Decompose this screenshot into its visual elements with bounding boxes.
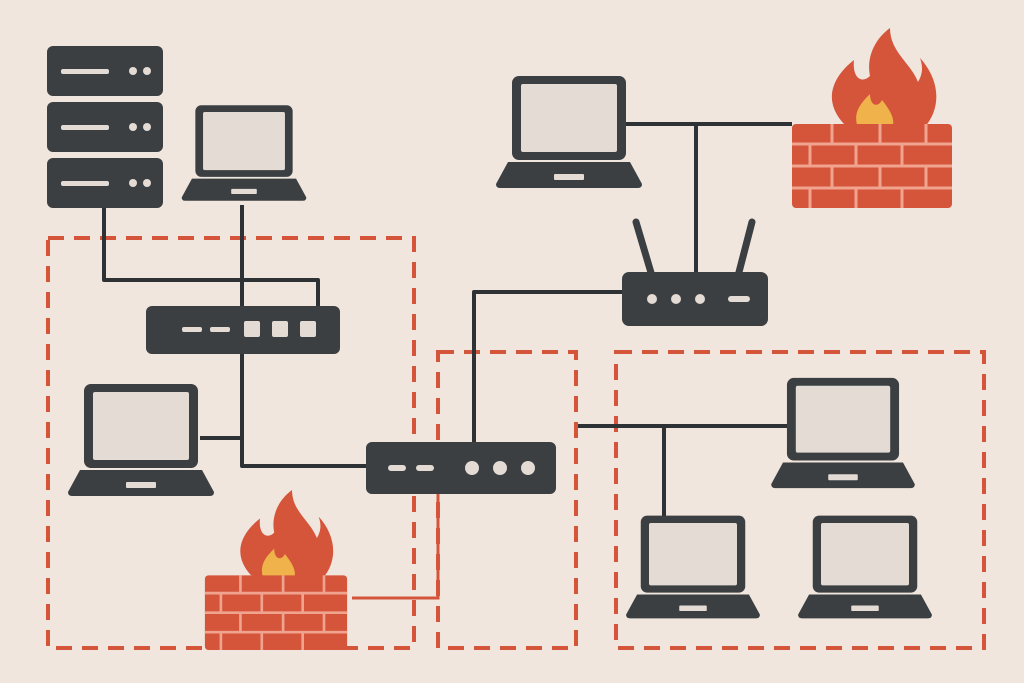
zone-right [614,350,986,650]
firewall-icon [203,490,349,650]
cable-switch-coreswitch [240,352,368,468]
laptop-icon [798,515,932,619]
laptop-icon [68,384,214,496]
network-switch-icon [146,306,340,354]
zone-left [46,236,416,650]
cable-coreswitch-router [472,290,624,442]
network-switch-icon [366,442,556,494]
cable-server-switch [102,208,320,308]
laptop-icon [181,105,307,201]
cable-firewall-coreswitch [352,494,440,600]
server-rack-icon [47,46,163,208]
firewall-icon [790,28,954,208]
laptop-icon [496,76,642,188]
laptop-icon [771,377,915,489]
zone-middle [436,350,578,650]
network-zones [46,236,986,650]
wireless-router-icon [622,218,768,326]
network-cables [102,122,792,520]
laptop-icon [626,515,760,619]
